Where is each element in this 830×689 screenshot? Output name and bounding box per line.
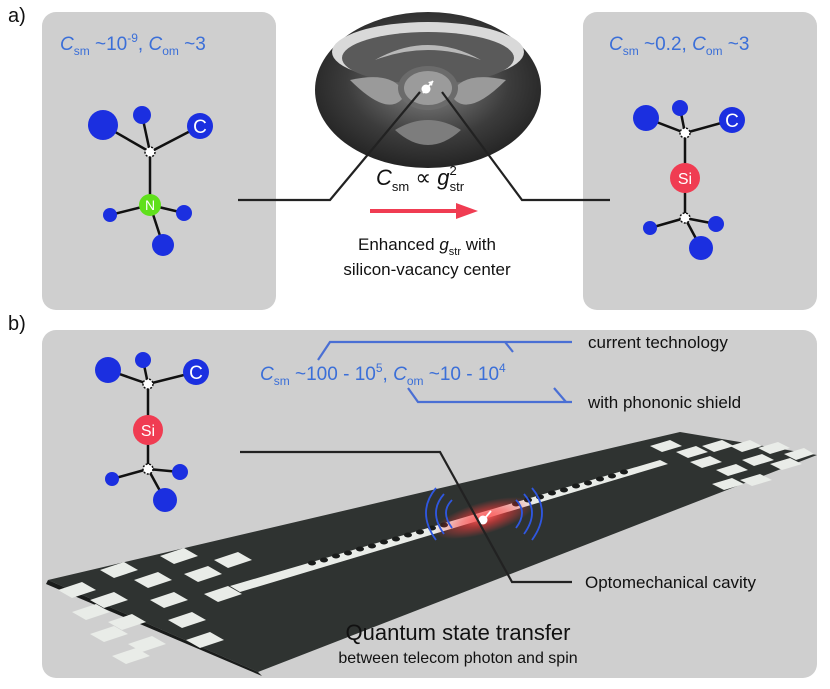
label-phononic-shield: with phononic shield: [587, 393, 741, 412]
atom-blue: [133, 106, 151, 124]
atom-blue: [105, 472, 119, 486]
vacancy-icon: [144, 146, 156, 158]
formula-left: Csm ~10-9, Com ~3: [60, 31, 206, 58]
phononic-shield-right: [650, 440, 814, 490]
label-optomechanical-cavity: Optomechanical cavity: [585, 573, 757, 592]
formula-b: Csm ~100 - 105, Com ~10 - 104: [260, 361, 506, 388]
molecule-left: C N: [88, 106, 213, 256]
panel-b-tag: b): [8, 313, 26, 335]
molecule-b: C Si: [95, 352, 209, 512]
connector-right: [441, 91, 610, 202]
caption-line2: silicon-vacancy center: [343, 260, 511, 279]
atom-blue: [689, 236, 713, 260]
atom-carbon-label: C: [725, 111, 739, 132]
molecule-right: C Si: [633, 100, 745, 260]
atom-silicon-label: Si: [678, 171, 692, 188]
title-quantum-state-transfer: Quantum state transfer: [346, 620, 571, 645]
atom-blue: [88, 110, 118, 140]
vibration-waves-icon: [425, 487, 543, 541]
label-current-technology: current technology: [588, 333, 728, 352]
vacancy-icon: [679, 212, 691, 224]
enhancement-arrow: [370, 203, 478, 219]
atom-silicon: [133, 415, 163, 445]
subtitle-transfer: between telecom photon and spin: [338, 650, 577, 667]
atom-silicon-label: Si: [141, 423, 155, 440]
atom-blue: [135, 352, 151, 368]
caption-line1: Enhanced gstr with: [358, 235, 496, 258]
atom-blue: [176, 205, 192, 221]
formula-right: Csm ~0.2, Com ~3: [609, 34, 749, 58]
atom-blue: [633, 105, 659, 131]
panel-a-left-box: [42, 12, 276, 310]
nanobeam-device: [46, 432, 817, 676]
atom-nitrogen-label: N: [145, 197, 155, 213]
atom-silicon: [670, 163, 700, 193]
atom-blue: [172, 464, 188, 480]
atom-blue: [708, 216, 724, 232]
panel-a-tag: a): [8, 5, 26, 27]
panel-a-right-box: [583, 12, 817, 310]
atom-blue: [95, 357, 121, 383]
vacancy-icon: [142, 378, 154, 390]
vacancy-icon: [679, 127, 691, 139]
mechanical-resonator-image: [315, 12, 541, 168]
cavity-leader: [240, 450, 572, 584]
atom-carbon-label: C: [193, 117, 207, 138]
atom-carbon: [187, 113, 213, 139]
connector-left: [238, 91, 421, 202]
bracket-current: [317, 340, 572, 361]
atom-blue: [152, 234, 174, 256]
atom-nitrogen: [139, 194, 161, 216]
phononic-shield-left: [58, 548, 252, 664]
atom-carbon-label: C: [189, 363, 203, 384]
atom-blue: [153, 488, 177, 512]
atom-blue: [672, 100, 688, 116]
atom-carbon: [183, 359, 209, 385]
atom-blue: [643, 221, 657, 235]
atom-blue: [103, 208, 117, 222]
atom-carbon: [719, 107, 745, 133]
bracket-shield: [407, 387, 572, 404]
vacancy-icon: [142, 463, 154, 475]
